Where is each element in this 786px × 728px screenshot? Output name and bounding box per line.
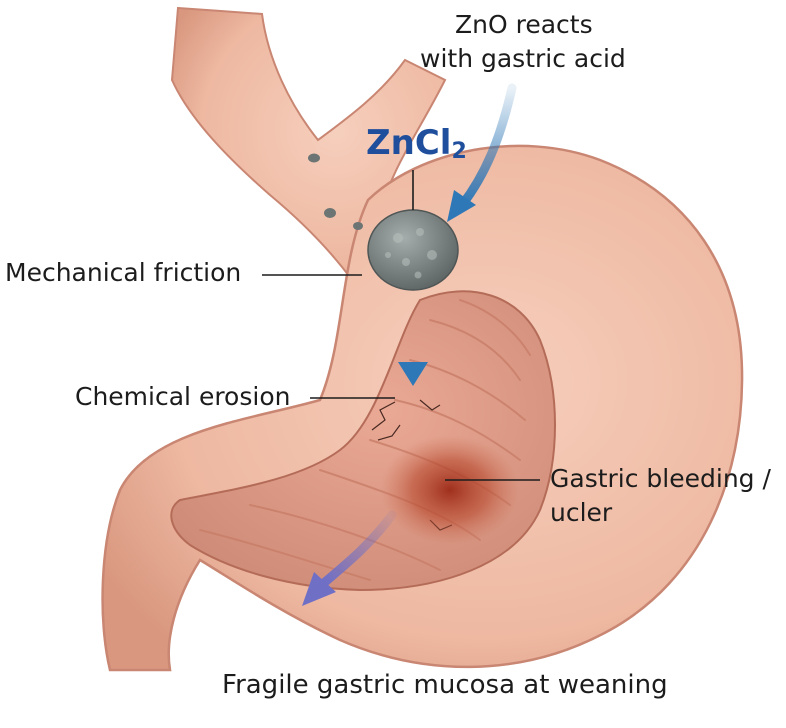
pellet-texture <box>385 228 437 279</box>
reaction-arrow-head <box>447 190 476 222</box>
compound-label-main: ZnCl <box>366 123 452 163</box>
reaction-arrow <box>457 83 517 210</box>
reaction-label-line1: ZnO reacts <box>455 10 593 39</box>
zno-particles <box>308 153 363 230</box>
reaction-label-line2: with gastric acid <box>420 44 626 73</box>
compound-label-subscript: 2 <box>451 139 467 164</box>
ulcer-arrow <box>320 510 397 587</box>
bleeding-label-line2: ucler <box>550 498 613 527</box>
caption: Fragile gastric mucosa at weaning <box>222 670 668 700</box>
erosion-label: Chemical erosion <box>75 382 291 411</box>
bleeding-label-line1: Gastric bleeding / <box>550 464 771 493</box>
erosion-arrow-head <box>398 362 428 386</box>
leader-lines <box>262 170 540 481</box>
zncl2-pellet <box>367 209 459 291</box>
compound-label: ZnCl2 <box>366 124 467 171</box>
ulcer-arrow-head <box>302 572 336 606</box>
friction-label: Mechanical friction <box>5 258 242 287</box>
bleeding-area <box>380 435 520 545</box>
